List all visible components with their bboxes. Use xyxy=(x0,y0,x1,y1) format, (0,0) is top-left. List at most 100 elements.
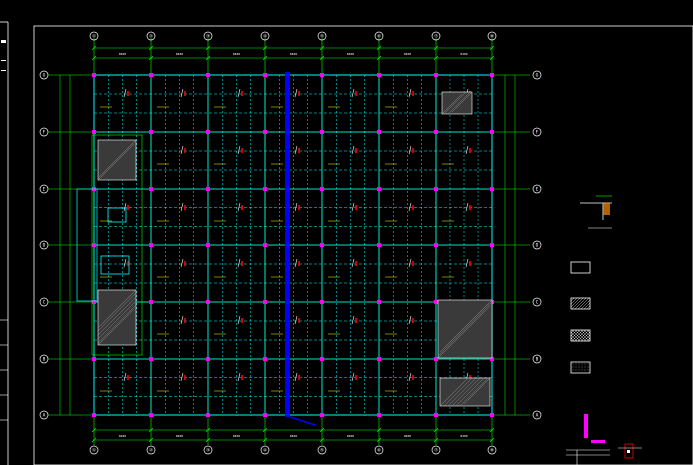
column-marker xyxy=(490,73,494,77)
axis-bubble xyxy=(317,445,327,455)
hatch-line xyxy=(97,143,135,181)
dimension-tick xyxy=(148,55,154,61)
bay-annotation-mark xyxy=(355,91,357,96)
column-marker xyxy=(320,243,324,247)
bay-annotation-mark xyxy=(184,205,186,210)
column-marker xyxy=(149,243,153,247)
hatch-line xyxy=(586,305,591,310)
dimension-tick xyxy=(433,427,439,433)
column-marker xyxy=(434,357,438,361)
hatch-dot xyxy=(587,366,589,368)
bay-annotation-mark xyxy=(355,261,357,266)
hatch-dot xyxy=(584,369,586,371)
column-marker xyxy=(377,413,381,417)
axis-bubble xyxy=(431,445,441,455)
dimension-tick xyxy=(262,427,268,433)
hatch-line xyxy=(443,377,473,407)
column-marker xyxy=(263,187,267,191)
hatch-line xyxy=(570,334,578,342)
column-axis-label: ① xyxy=(92,448,97,454)
hatch-line xyxy=(570,331,581,342)
column-axis-label: ⑤ xyxy=(320,34,325,40)
bottom-right-detail xyxy=(566,414,642,465)
axis-bubble xyxy=(146,445,156,455)
column-marker xyxy=(92,73,96,77)
dimension-tick xyxy=(205,55,211,61)
column-marker xyxy=(206,130,210,134)
hatch-dot xyxy=(581,363,583,365)
hatch-line xyxy=(437,305,491,359)
dimension-tick xyxy=(489,55,495,61)
bay-annotation-mark xyxy=(298,261,300,266)
hatch-line xyxy=(571,297,584,310)
dimension-tick xyxy=(148,427,154,433)
opening xyxy=(107,207,127,223)
bay-annotation xyxy=(294,88,298,98)
bay-annotation xyxy=(237,88,241,98)
bay-annotation-mark xyxy=(184,261,186,266)
hatch-line xyxy=(97,308,135,346)
bay-annotation-mark xyxy=(184,318,186,323)
dimension-label-bottom: 8400 xyxy=(460,434,467,438)
bay-annotation xyxy=(351,372,355,382)
bay-annotation-mark xyxy=(355,205,357,210)
hatch-line xyxy=(570,329,581,340)
column-marker xyxy=(490,130,494,134)
hatch-boundary xyxy=(441,91,473,115)
hatch-line xyxy=(455,377,485,407)
hatch-line xyxy=(583,334,591,342)
axis-bubble xyxy=(39,184,49,194)
column-marker xyxy=(149,413,153,417)
hatch-line xyxy=(97,292,137,332)
bay-annotation-mark xyxy=(298,148,300,153)
hatch-line xyxy=(580,299,591,310)
dimension-tick xyxy=(262,437,268,443)
dimension-tick xyxy=(433,437,439,443)
plan-details xyxy=(76,88,493,407)
row-axis-label: G xyxy=(536,73,539,79)
column-marker xyxy=(434,243,438,247)
hatch-dot xyxy=(578,363,580,365)
beam-layout xyxy=(92,72,494,426)
column-marker xyxy=(377,300,381,304)
axis-bubble xyxy=(89,31,99,41)
hatch-boundary xyxy=(97,139,137,181)
row-axis-label: B xyxy=(536,357,539,363)
hatched-region-left-lower xyxy=(97,289,137,346)
bay-annotation xyxy=(180,372,184,382)
axis-bubble xyxy=(89,445,99,455)
row-axis-label: E xyxy=(536,187,539,193)
row-axis-label: F xyxy=(43,130,46,136)
bay-annotation-mark xyxy=(127,261,129,266)
axis-bubble xyxy=(146,31,156,41)
hatch-dot xyxy=(578,366,580,368)
column-marker xyxy=(434,300,438,304)
column-marker xyxy=(490,243,494,247)
bay-annotation-mark xyxy=(241,375,243,380)
dimension-label-top: 8400 xyxy=(347,52,354,56)
row-axis-label: A xyxy=(43,413,46,419)
dimension-label-bottom: 8400 xyxy=(233,434,240,438)
dimension-tick xyxy=(489,45,495,51)
hatch-line xyxy=(580,331,591,342)
axis-bubble xyxy=(39,70,49,80)
column-marker xyxy=(206,300,210,304)
hatch-dot xyxy=(575,369,577,371)
axis-bubble xyxy=(532,410,542,420)
axis-bubble xyxy=(431,31,441,41)
bay-annotation-mark xyxy=(241,148,243,153)
bay-annotation-mark xyxy=(355,318,357,323)
dimension-tick xyxy=(91,437,97,443)
dimension-tick xyxy=(433,45,439,51)
column-marker xyxy=(490,357,494,361)
column-marker xyxy=(92,243,96,247)
column-marker xyxy=(263,357,267,361)
dimension-tick xyxy=(319,427,325,433)
bay-annotation xyxy=(294,258,298,268)
dimension-tick xyxy=(376,55,382,61)
dimension-tick xyxy=(376,437,382,443)
hatch-line xyxy=(439,377,469,407)
hatch-dot xyxy=(578,369,580,371)
column-axis-label: ③ xyxy=(206,34,211,40)
